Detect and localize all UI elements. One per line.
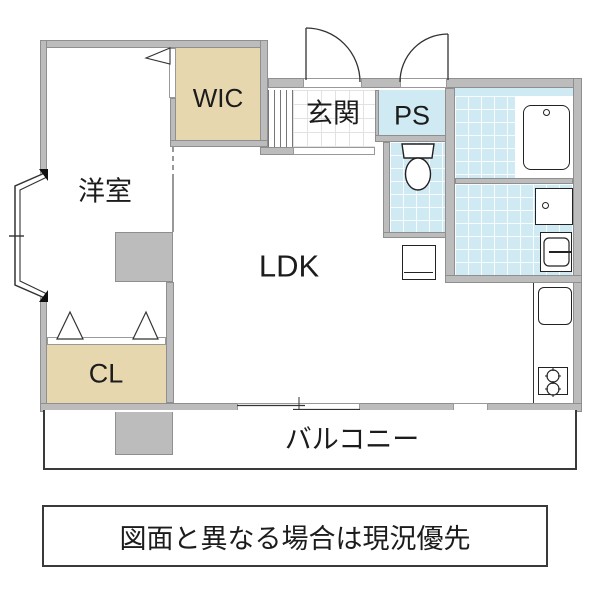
wall xyxy=(573,78,582,412)
wall xyxy=(170,140,268,147)
stove-icon xyxy=(538,367,568,395)
closet-door-track xyxy=(47,337,166,345)
washbasin-drain-icon xyxy=(542,202,549,209)
disclaimer-text: 図面と異なる場合は現況優先 xyxy=(119,523,471,554)
kitchen-sink-icon xyxy=(538,287,572,325)
wall xyxy=(445,275,582,283)
room-label-western-room: 洋室 xyxy=(78,176,132,207)
kitchen-counter-line xyxy=(533,283,534,403)
wall xyxy=(445,88,455,283)
pillar xyxy=(115,232,173,282)
wall xyxy=(40,40,47,177)
wall xyxy=(260,147,295,155)
wall xyxy=(166,282,174,403)
room-bathroom xyxy=(455,96,515,178)
room-label-closet: CL xyxy=(88,358,124,389)
room-entrance-floor xyxy=(293,90,375,147)
bathtub-faucet-icon xyxy=(543,109,550,116)
room-closet xyxy=(47,345,166,403)
wall xyxy=(170,98,176,142)
bath-window-strip xyxy=(455,88,573,96)
ps-door-icon xyxy=(399,33,449,83)
wall xyxy=(383,142,390,238)
wall xyxy=(40,40,268,48)
entrance-door-icon xyxy=(305,27,361,83)
room-label-balcony: バルコニー xyxy=(284,424,420,455)
disclaimer-box: 図面と異なる場合は現況優先 xyxy=(42,505,548,567)
room-label-ps: PS xyxy=(393,100,431,131)
entrance-door-opening xyxy=(303,78,362,88)
room-label-entrance: 玄関 xyxy=(306,98,360,129)
bay-window-icon xyxy=(9,169,48,302)
wic-door-swing-icon xyxy=(144,47,171,65)
wall xyxy=(40,295,47,412)
room-label-wic: WIC xyxy=(192,83,244,113)
appliance-space-line xyxy=(404,272,433,273)
room-label-ldk: LDK xyxy=(258,248,320,284)
ps-door-opening xyxy=(400,78,447,88)
wall xyxy=(260,40,268,155)
washing-machine-icon xyxy=(540,232,572,272)
shoe-cabinet-icon xyxy=(268,90,293,147)
wic-door-leaf xyxy=(169,48,176,98)
balcony-pillar xyxy=(115,412,173,455)
entrance-step xyxy=(293,147,375,155)
closet-folding-doors-icon xyxy=(56,310,159,340)
wall xyxy=(375,90,379,138)
room-wic xyxy=(176,48,260,140)
wall xyxy=(455,178,573,184)
room-toilet xyxy=(390,142,445,232)
appliance-space xyxy=(402,245,436,280)
room-pipe-space xyxy=(379,90,445,135)
wall xyxy=(375,135,455,142)
washbasin-icon xyxy=(535,188,573,225)
